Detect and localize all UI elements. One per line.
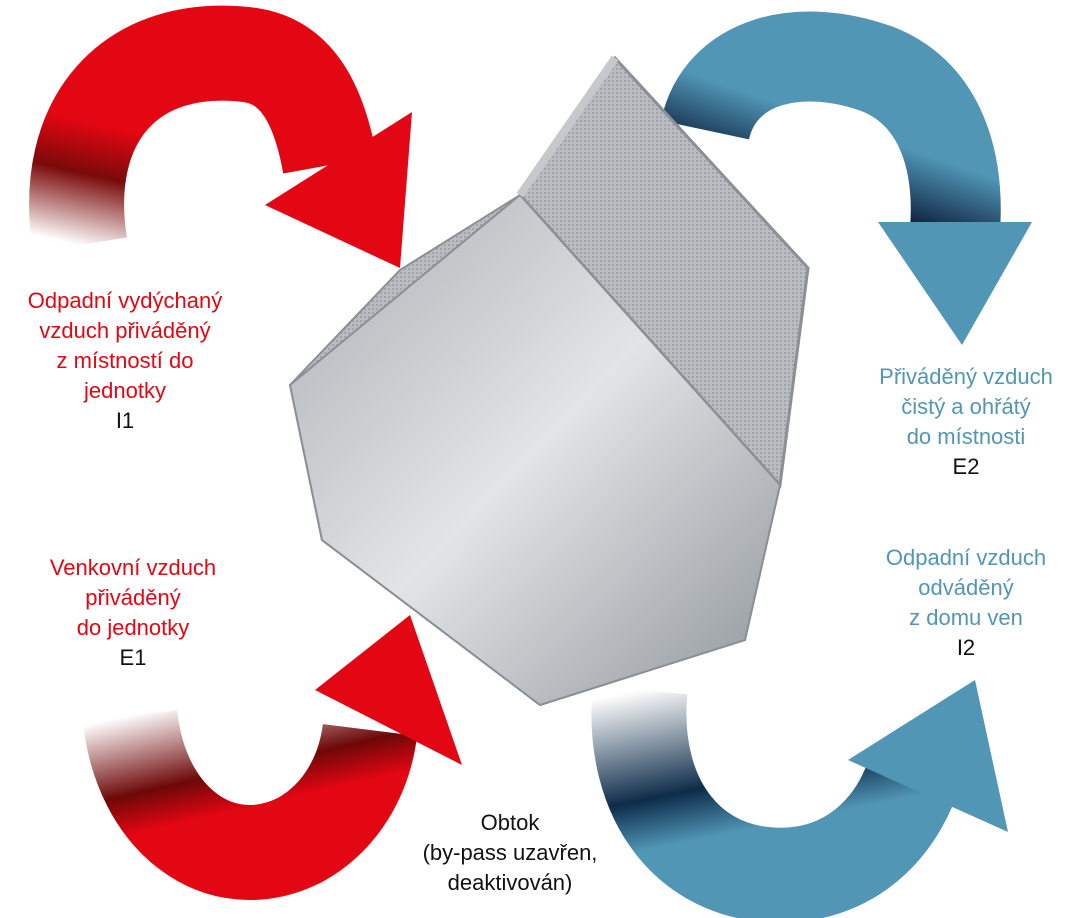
label-e1-line: do jednotky	[76, 615, 190, 640]
outdoor-air-inlet-arrow-e1	[82, 615, 462, 900]
label-bypass-line: deaktivován)	[447, 870, 573, 895]
label-i1-line: jednotky	[84, 378, 166, 403]
label-e2: Přiváděný vzduch čistý a ohřátý do místn…	[826, 362, 1065, 482]
label-i1-line: z místností do	[56, 348, 194, 373]
exhaust-air-outlet-arrow-i2	[591, 680, 1008, 918]
label-e1-code: E1	[119, 645, 147, 670]
label-e2-code: E2	[952, 454, 980, 479]
label-i1-line: Odpadní vydýchaný	[27, 288, 223, 313]
label-i2-code: I2	[956, 635, 976, 660]
label-e1-line: Venkovní vzduch	[49, 555, 217, 580]
label-i2-line: odváděný	[918, 575, 1014, 600]
label-i2-line: Odpadní vzduch	[885, 545, 1047, 570]
label-bypass-line: (by-pass uzavřen,	[422, 840, 598, 865]
label-e2-line: Přiváděný vzduch	[879, 364, 1053, 389]
supply-air-outlet-arrow-e2	[661, 11, 1032, 345]
label-e2-line: do místnosti	[906, 424, 1026, 449]
heat-exchanger-unit	[288, 55, 810, 707]
label-bypass-line: Obtok	[480, 810, 540, 835]
label-i1-line: vzduch přiváděný	[39, 318, 211, 343]
label-i1-code: I1	[115, 408, 135, 433]
label-bypass: Obtok (by-pass uzavřen, deaktivován)	[370, 808, 650, 898]
exhaust-air-inlet-arrow-i1	[29, 5, 412, 268]
label-e1-line: přiváděný	[85, 585, 181, 610]
label-i2-line: z domu ven	[909, 605, 1023, 630]
label-e2-line: čistý a ohřátý	[901, 394, 1031, 419]
label-i2: Odpadní vzduch odváděný z domu ven I2	[826, 543, 1065, 663]
label-i1: Odpadní vydýchaný vzduch přiváděný z mís…	[0, 286, 265, 436]
label-e1: Venkovní vzduch přiváděný do jednotky E1	[0, 553, 273, 673]
